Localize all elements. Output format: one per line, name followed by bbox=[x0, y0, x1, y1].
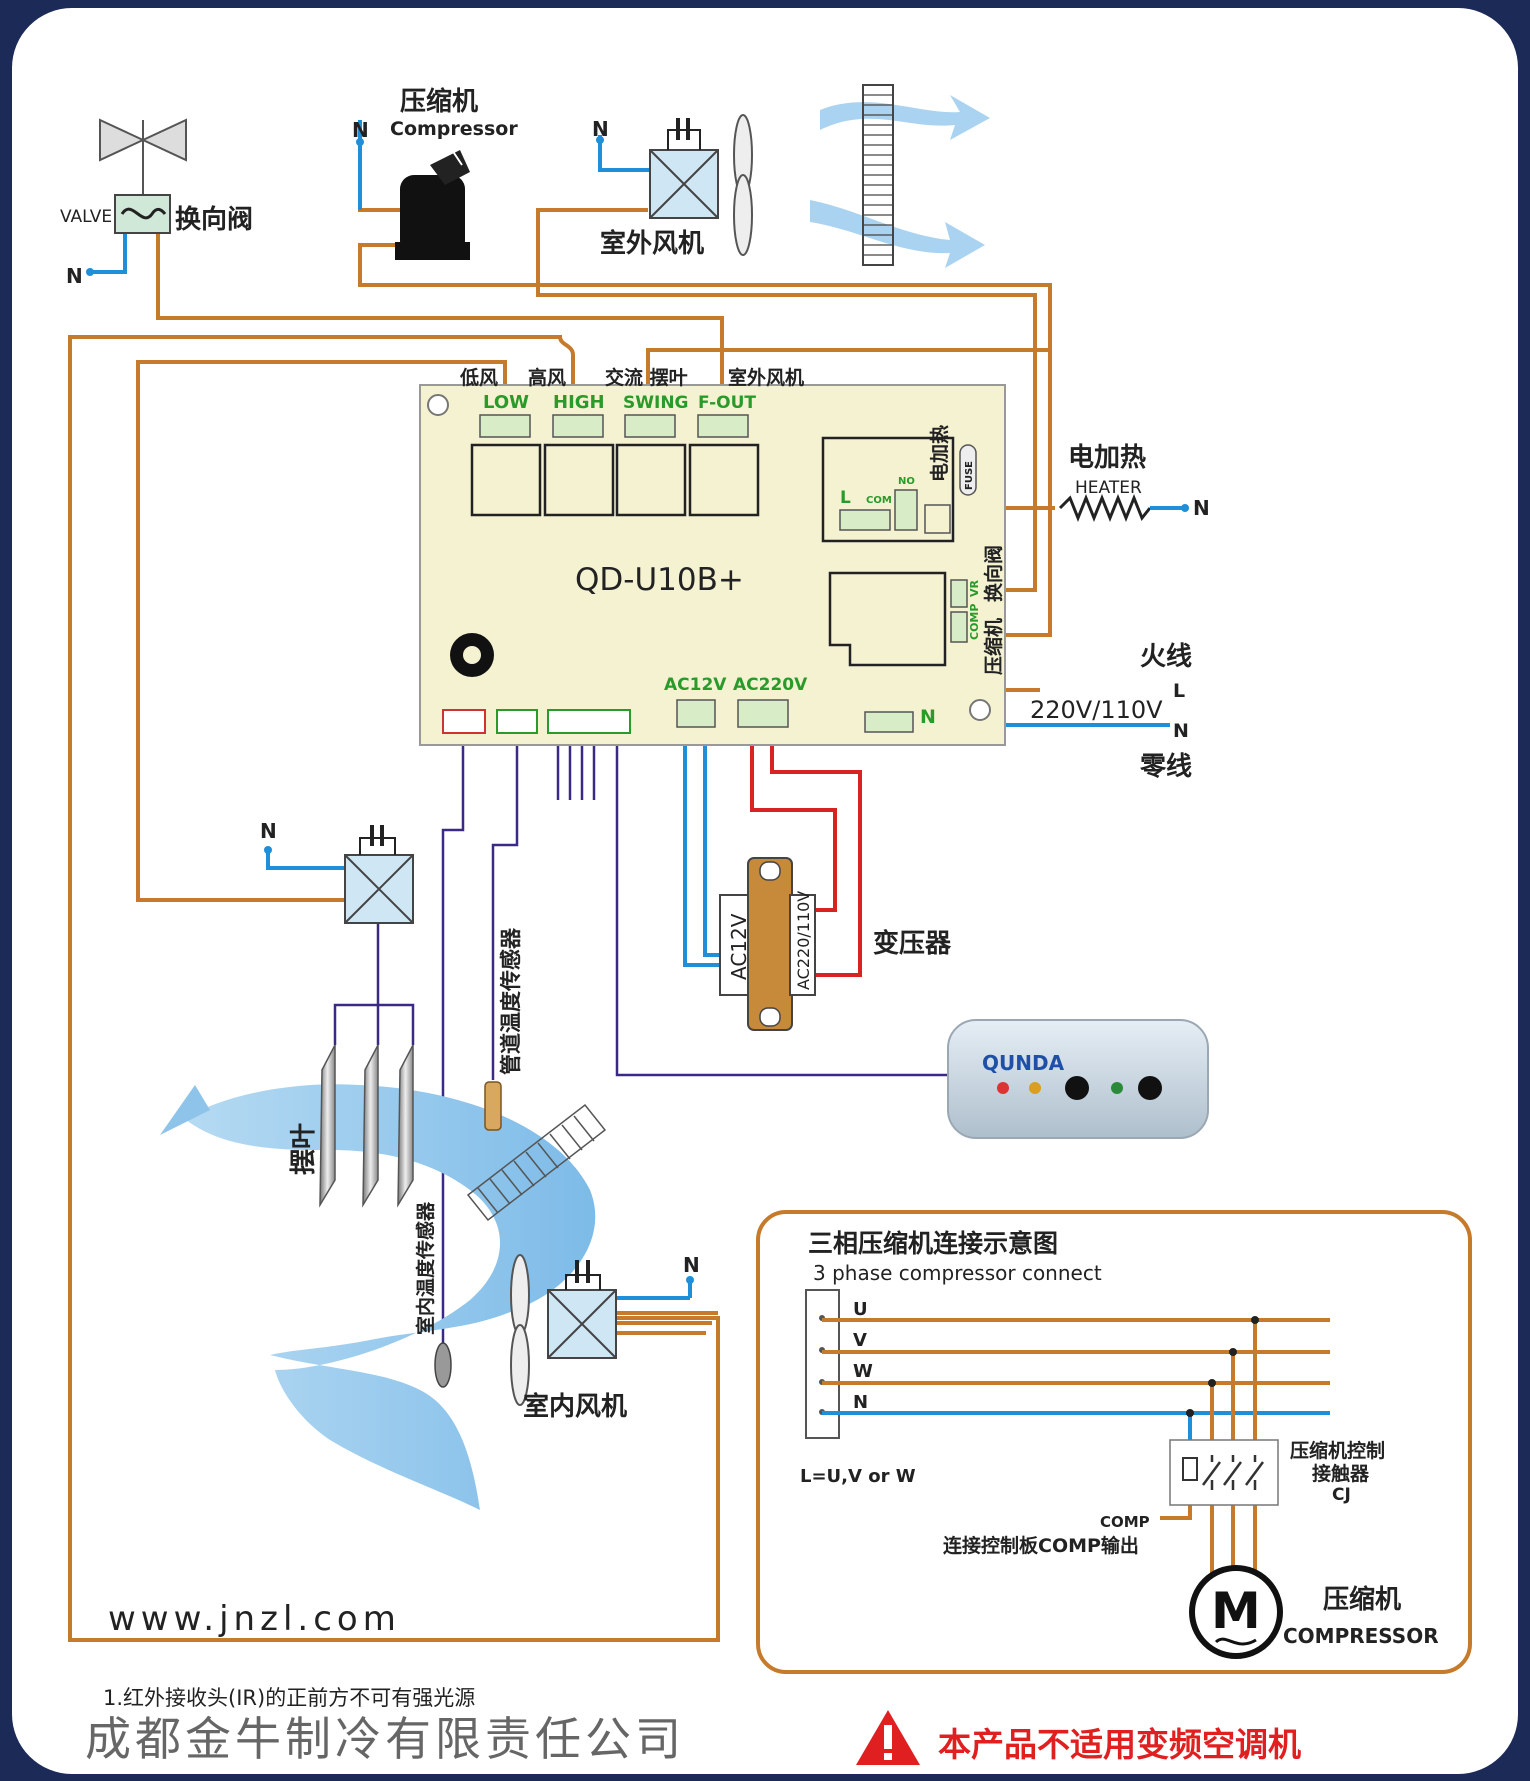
indoor-airflow bbox=[160, 1084, 596, 1510]
relay-swing-cn: 交流 摆叶 bbox=[605, 366, 688, 389]
comp-note: 连接控制板COMP输出 bbox=[943, 1534, 1139, 1557]
heater: 电加热 HEATER N bbox=[1058, 443, 1210, 523]
relay-high-cn: 高风 bbox=[528, 366, 566, 389]
neutral-cn: 零线 bbox=[1140, 752, 1192, 782]
heater-en: HEATER bbox=[1075, 478, 1142, 498]
relay-fout-en: F-OUT bbox=[698, 393, 756, 413]
transformer: AC12V AC220/110V 变压器 bbox=[719, 857, 952, 1031]
ac220v-label: AC220V bbox=[733, 675, 808, 695]
contactor-line-3: CJ bbox=[1332, 1485, 1351, 1505]
three-phase-title-en: 3 phase compressor connect bbox=[813, 1261, 1102, 1285]
pipe-temp-sensor: 管道温度传感器 bbox=[484, 927, 523, 1131]
motor-m: M bbox=[1211, 1582, 1261, 1640]
board-model: QD-U10B+ bbox=[575, 562, 744, 598]
relay-fout-cn: 室外风机 bbox=[728, 366, 804, 389]
ac12v-label: AC12V bbox=[664, 675, 727, 695]
indoor-fan-neutral: N bbox=[683, 1253, 700, 1277]
three-phase-diagram: 三相压缩机连接示意图 3 phase compressor connect U … bbox=[756, 1210, 1472, 1674]
outdoor-fan: 室外风机 N bbox=[592, 114, 753, 259]
board-heater-label: 电加热 bbox=[928, 425, 951, 482]
red-wires bbox=[750, 722, 862, 977]
heater-neutral: N bbox=[1193, 496, 1210, 520]
outdoor-fan-label: 室外风机 bbox=[600, 228, 704, 259]
line-note: L=U,V or W bbox=[800, 1466, 916, 1487]
compressor-title-cn: 压缩机 bbox=[400, 86, 478, 117]
fuse-label: FUSE bbox=[964, 461, 975, 490]
louver-label: 摆叶 bbox=[289, 1123, 319, 1175]
contactor-line-1: 压缩机控制 bbox=[1290, 1439, 1385, 1462]
power-input: 火线 L 220V/110V N 零线 bbox=[1030, 642, 1192, 782]
company-name: 成都金牛制冷有限责任公司 bbox=[85, 1712, 685, 1766]
remote-brand: QUNDA bbox=[982, 1051, 1065, 1075]
control-board: 低风 高风 交流 摆叶 室外风机 LOW HIGH SWING F-OUT QD… bbox=[419, 366, 1006, 746]
vr-label: VR bbox=[968, 579, 981, 597]
swing-motor-neutral: N bbox=[260, 819, 277, 843]
relay-swing-en: SWING bbox=[623, 393, 689, 413]
indoor-fan-label: 室内风机 bbox=[523, 1391, 627, 1422]
evaporator bbox=[466, 1103, 607, 1222]
indoor-fan: 室内风机 N bbox=[510, 1253, 700, 1422]
relay-com: COM bbox=[866, 495, 892, 506]
transformer-primary: AC220/110V bbox=[794, 891, 813, 990]
relay-low-cn: 低风 bbox=[459, 366, 498, 389]
relay-no: NO bbox=[898, 476, 915, 487]
compressor-title-en: Compressor bbox=[390, 118, 518, 140]
line-n: N bbox=[853, 1392, 868, 1413]
valve-neutral: N bbox=[66, 264, 83, 288]
three-phase-compressor-cn: 压缩机 bbox=[1323, 1584, 1401, 1615]
heater-cn: 电加热 bbox=[1068, 443, 1146, 473]
relay-high-en: HIGH bbox=[553, 392, 605, 413]
voltage: 220V/110V bbox=[1030, 696, 1163, 724]
neutral-n: N bbox=[1173, 720, 1189, 742]
reversing-valve-label: 换向阀 bbox=[175, 204, 253, 235]
relay-l: L bbox=[840, 488, 851, 508]
comp-label: COMP bbox=[968, 604, 981, 640]
reversing-valve: VALVE 换向阀 N bbox=[60, 118, 253, 288]
live-cn: 火线 bbox=[1140, 642, 1192, 672]
three-phase-title-cn: 三相压缩机连接示意图 bbox=[808, 1229, 1058, 1258]
compressor-neutral: N bbox=[352, 118, 369, 142]
live-l: L bbox=[1173, 680, 1185, 702]
board-valve-label: 换向阀 bbox=[982, 545, 1005, 602]
board-neutral: N bbox=[920, 706, 936, 728]
room-temp-sensor: 室内温度传感器 bbox=[414, 1201, 452, 1388]
line-v: V bbox=[853, 1330, 867, 1351]
warning-icon bbox=[856, 1710, 920, 1765]
swing-motor: N bbox=[260, 819, 414, 924]
relay-low-en: LOW bbox=[483, 392, 529, 413]
outdoor-fan-neutral: N bbox=[592, 117, 609, 141]
ir-receiver: QUNDA bbox=[947, 1019, 1209, 1139]
line-w: W bbox=[853, 1361, 873, 1382]
room-sensor-label: 室内温度传感器 bbox=[414, 1201, 437, 1335]
transformer-secondary: AC12V bbox=[727, 913, 751, 980]
three-phase-compressor-en: COMPRESSOR bbox=[1283, 1624, 1439, 1648]
pipe-sensor-label: 管道温度传感器 bbox=[499, 927, 523, 1075]
compressor: 压缩机 Compressor N bbox=[352, 86, 518, 260]
outdoor-airflow bbox=[810, 84, 990, 268]
website: www.jnzl.com bbox=[108, 1599, 401, 1639]
contactor-line-2: 接触器 bbox=[1312, 1462, 1370, 1485]
valve-label: VALVE bbox=[60, 207, 112, 227]
transformer-label: 变压器 bbox=[873, 928, 952, 959]
comp-terminal: COMP bbox=[1100, 1513, 1150, 1531]
line-u: U bbox=[853, 1299, 868, 1320]
louvers: 摆叶 bbox=[289, 1044, 414, 1208]
board-compressor-label: 压缩机 bbox=[982, 618, 1005, 675]
footer-note: 1.红外接收头(IR)的正前方不可有强光源 bbox=[103, 1686, 475, 1710]
warning-text: 本产品不适用变频空调机 bbox=[938, 1725, 1301, 1764]
